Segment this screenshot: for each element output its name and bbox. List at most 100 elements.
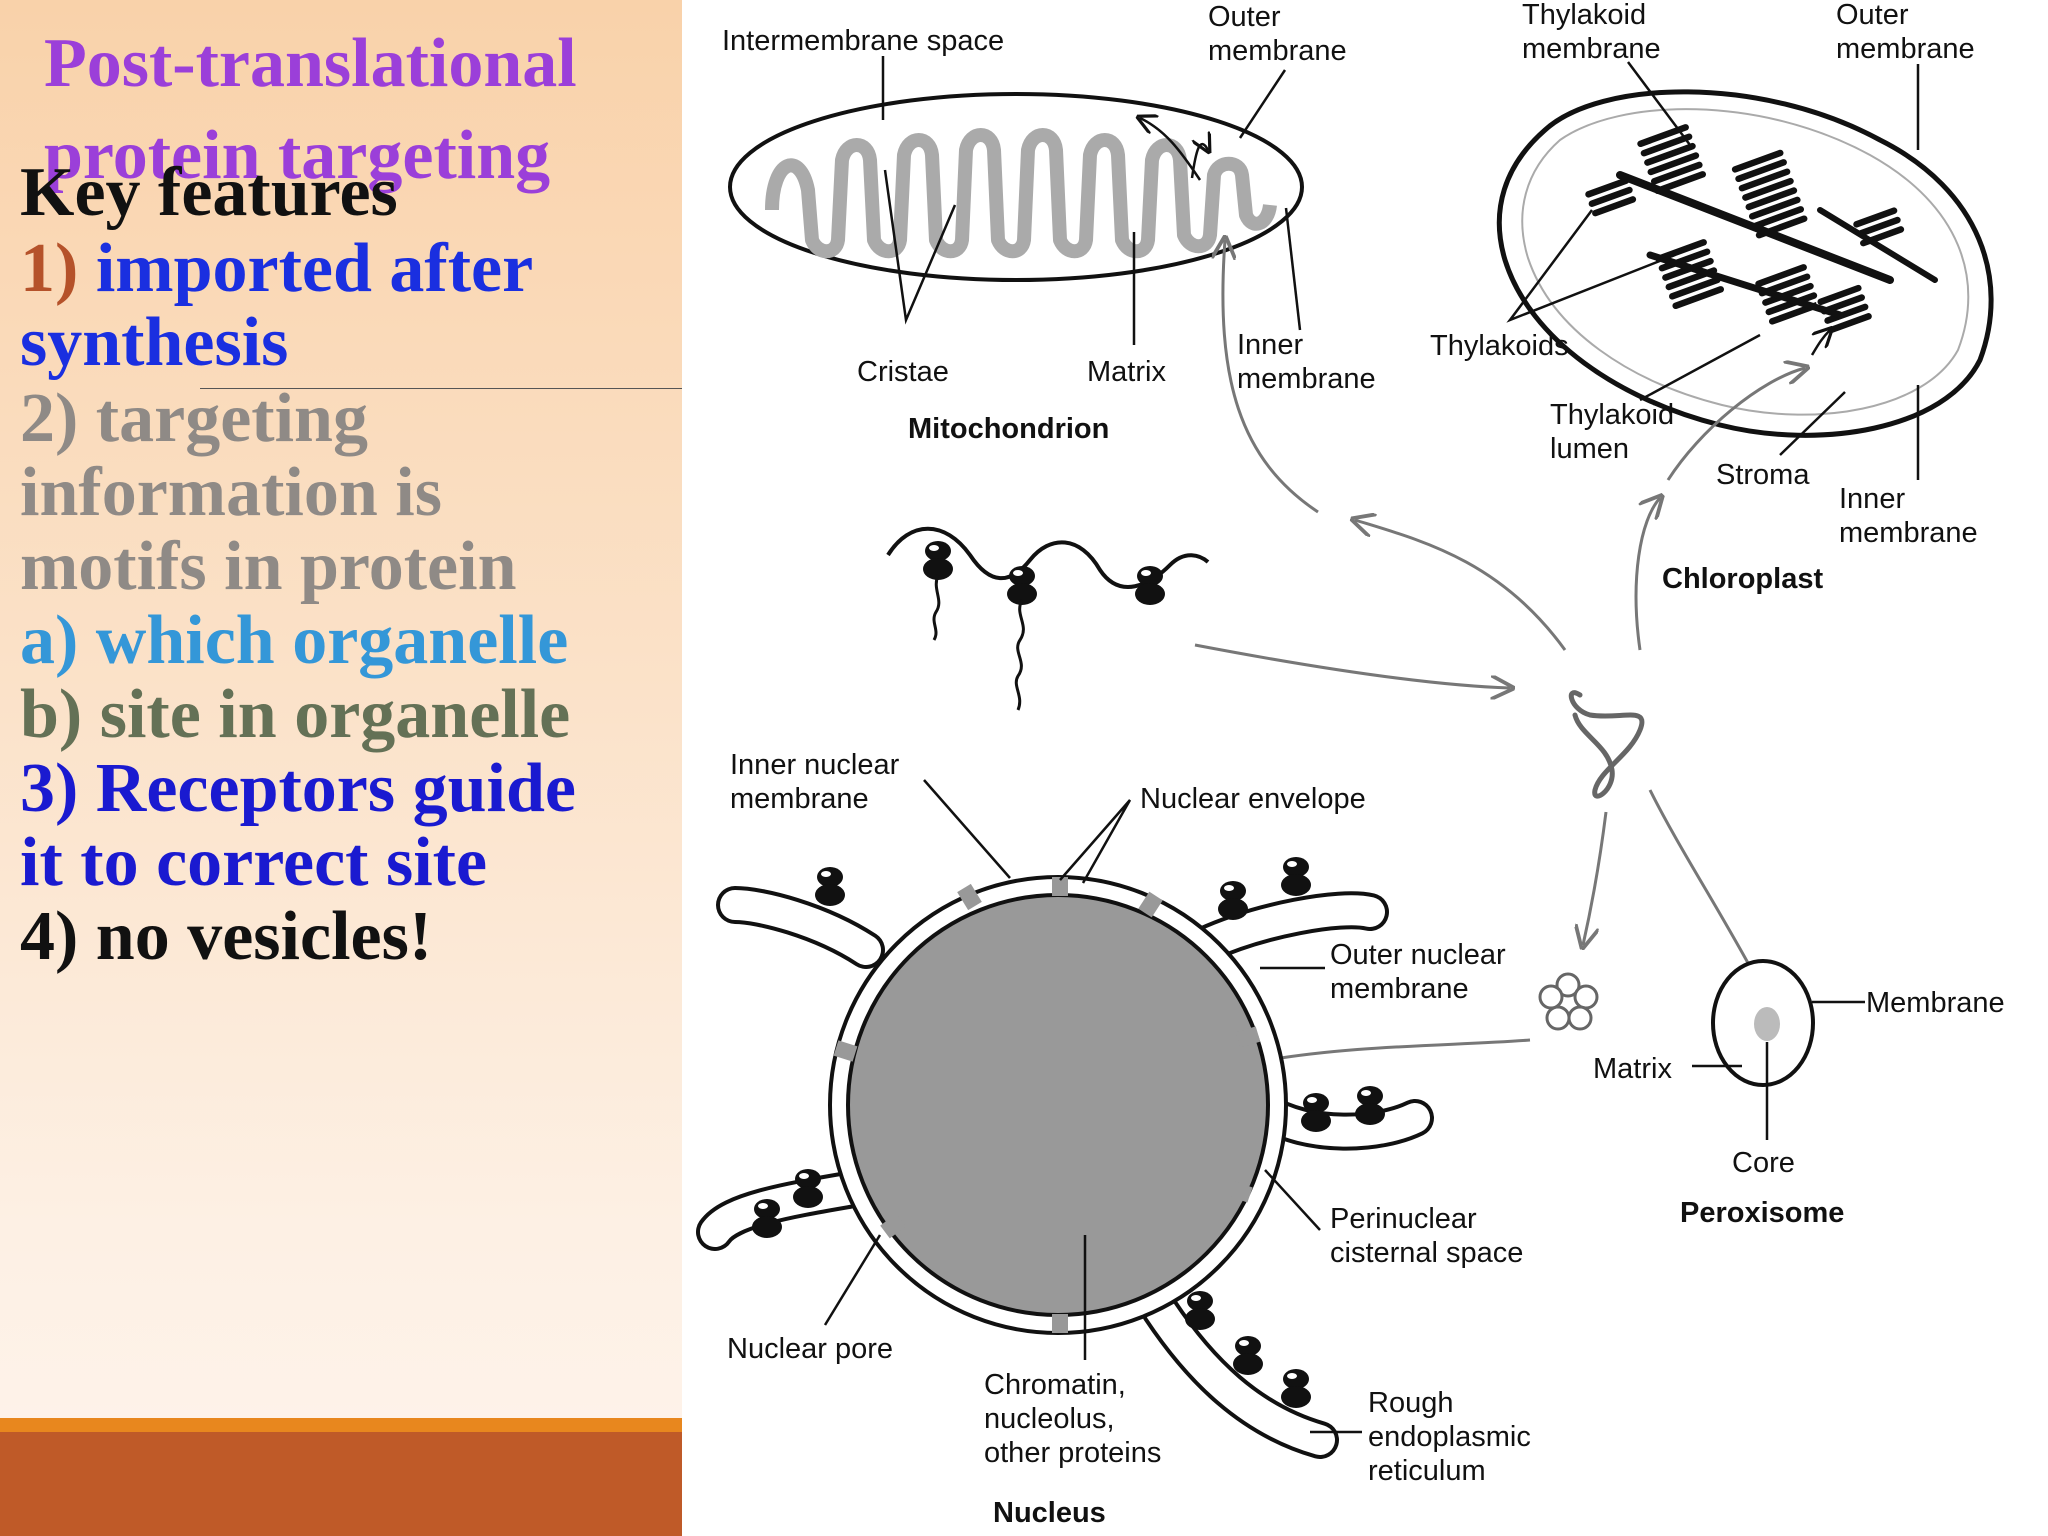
mitochondrion: Intermembrane space Outer membrane Crist…: [722, 1, 1376, 445]
label-outer-nuclear-membrane: Outer nuclear: [1330, 939, 1506, 971]
label-cristae: Cristae: [857, 356, 949, 388]
label-thylakoid-membrane: Thylakoid: [1522, 0, 1646, 31]
arrow-to-thylakoid: [1666, 368, 1805, 481]
features-heading: Key features: [20, 158, 398, 228]
feature-1: 1) imported after: [20, 234, 533, 304]
feature-text: 4) no vesicles!: [20, 898, 433, 975]
stroma-lamella: [1646, 251, 1844, 319]
mito-import-arrow: [1140, 118, 1202, 181]
leader-line: [1506, 209, 1676, 323]
label-thylakoid-membrane: membrane: [1522, 33, 1661, 65]
label-chromatin: nucleolus,: [984, 1403, 1115, 1435]
label-thylakoids: Thylakoids: [1430, 330, 1569, 362]
mito-cristae: [765, 128, 1277, 259]
feature-text: 3) Receptors guide: [20, 750, 577, 827]
feature-1-cont: synthesis: [20, 308, 288, 378]
leader-line: [1238, 69, 1287, 139]
folded-protein: [1568, 690, 1645, 799]
footer-band: [0, 1432, 682, 1536]
label-thylakoid-lumen: lumen: [1550, 433, 1629, 465]
label-nuclear-envelope: Nuclear envelope: [1140, 783, 1366, 815]
label-mito-inner-membrane: membrane: [1237, 363, 1376, 395]
nascent-peptide: [932, 574, 941, 641]
label-rough-er: endoplasmic: [1368, 1421, 1531, 1453]
label-chromatin: other proteins: [984, 1437, 1161, 1469]
mrna-strand: [886, 526, 1210, 589]
label-nuclear-pore: Nuclear pore: [727, 1333, 893, 1365]
feature-text: b) site in organelle: [20, 676, 571, 753]
chloro-import-arrow: [1810, 330, 1830, 356]
label-outer-nuclear-membrane: membrane: [1330, 973, 1469, 1005]
feature-text: motifs in protein: [20, 528, 517, 605]
feature-2-cont: motifs in protein: [20, 532, 517, 602]
nuclear-pores: [833, 877, 1261, 1333]
label-peroxisome-core: Core: [1732, 1147, 1795, 1179]
feature-text: it to correct site: [20, 824, 488, 901]
feature-2-cont: information is: [20, 458, 442, 528]
label-rough-er: reticulum: [1368, 1455, 1486, 1487]
leader-line: [1626, 61, 1692, 146]
feature-text: a) which organelle: [20, 602, 569, 679]
protein-targeting-diagram: Intermembrane space Outer membrane Crist…: [696, 0, 2005, 1529]
label-perinuclear-space: cisternal space: [1330, 1237, 1523, 1269]
feature-number: 1): [20, 230, 79, 307]
footer-stripe: [0, 1418, 682, 1432]
arrow-to-mitochondrion: [1223, 240, 1319, 514]
feature-2b: b) site in organelle: [20, 680, 570, 750]
leader-line: [1639, 333, 1761, 402]
feature-4: 4) no vesicles!: [20, 902, 432, 972]
leader-line: [923, 779, 1011, 879]
label-mito-matrix: Matrix: [1087, 356, 1166, 388]
label-perinuclear-space: Perinuclear: [1330, 1203, 1477, 1235]
label-thylakoid-lumen: Thylakoid: [1550, 399, 1674, 431]
nuclear-inner-membrane: [846, 893, 1270, 1317]
chloroplast-inner-membrane: [1521, 108, 1970, 416]
label-chloro-inner-membrane: Inner: [1839, 483, 1905, 515]
feature-2: 2) targeting: [20, 384, 368, 454]
feature-text: imported after: [78, 230, 534, 307]
leader-line: [1264, 1169, 1321, 1231]
label-chloro-inner-membrane: membrane: [1839, 517, 1978, 549]
label-chromatin: Chromatin,: [984, 1369, 1126, 1401]
leader-line: [883, 169, 957, 325]
label-chloro-outer-membrane: membrane: [1836, 33, 1975, 65]
leader-line: [1059, 799, 1132, 884]
nucleus: Inner nuclear membrane Nuclear envelope …: [696, 749, 1531, 1529]
feature-3: 3) Receptors guide: [20, 754, 576, 824]
polysome: [886, 526, 1210, 711]
label-inner-nuclear-membrane: Inner nuclear: [730, 749, 900, 781]
feature-text: 2) targeting: [20, 380, 368, 457]
mitochondrion-title: Mitochondrion: [908, 413, 1109, 445]
feature-text: Key features: [20, 154, 398, 231]
arrow-to-cytosol: [1194, 643, 1510, 688]
stroma-lamella: [1817, 207, 1938, 283]
leader-line: [823, 1234, 882, 1326]
feature-text: synthesis: [20, 304, 289, 381]
peroxisome-core: [1754, 1007, 1780, 1041]
feature-2a: a) which organelle: [20, 606, 568, 676]
slide-title: Post-translational protein targeting: [44, 25, 577, 194]
label-peroxisome-matrix: Matrix: [1593, 1053, 1672, 1085]
label-rough-er: Rough: [1368, 1387, 1453, 1419]
label-peroxisome-membrane: Membrane: [1866, 987, 2005, 1019]
label-mito-inner-membrane: Inner: [1237, 329, 1303, 361]
nascent-peptide: [1014, 599, 1025, 711]
feature-3-cont: it to correct site: [20, 828, 487, 898]
label-mito-outer-membrane: membrane: [1208, 35, 1347, 67]
chloroplast-title: Chloroplast: [1662, 563, 1823, 595]
arrow-to-cytosolic: [1583, 811, 1608, 945]
cytosolic-protein: [1538, 972, 1599, 1031]
label-chloro-outer-membrane: Outer: [1836, 0, 1909, 31]
chloroplast: Thylakoid membrane Outer membrane Thylak…: [1430, 0, 1994, 595]
stroma-lamella: [1616, 171, 1894, 284]
leader-line: [1284, 207, 1302, 331]
peroxisome: Membrane Matrix Core Peroxisome: [1593, 959, 2005, 1229]
label-stroma: Stroma: [1716, 459, 1810, 491]
feature-text: information is: [20, 454, 442, 531]
peroxisome-title: Peroxisome: [1680, 1197, 1844, 1229]
label-inner-nuclear-membrane: membrane: [730, 783, 869, 815]
slide-left-panel: Post-translational protein targeting Key…: [0, 0, 682, 1536]
arrow-branch: [1355, 520, 1567, 651]
arrow-to-chloroplast: [1634, 498, 1660, 651]
divider-line: [200, 388, 682, 389]
